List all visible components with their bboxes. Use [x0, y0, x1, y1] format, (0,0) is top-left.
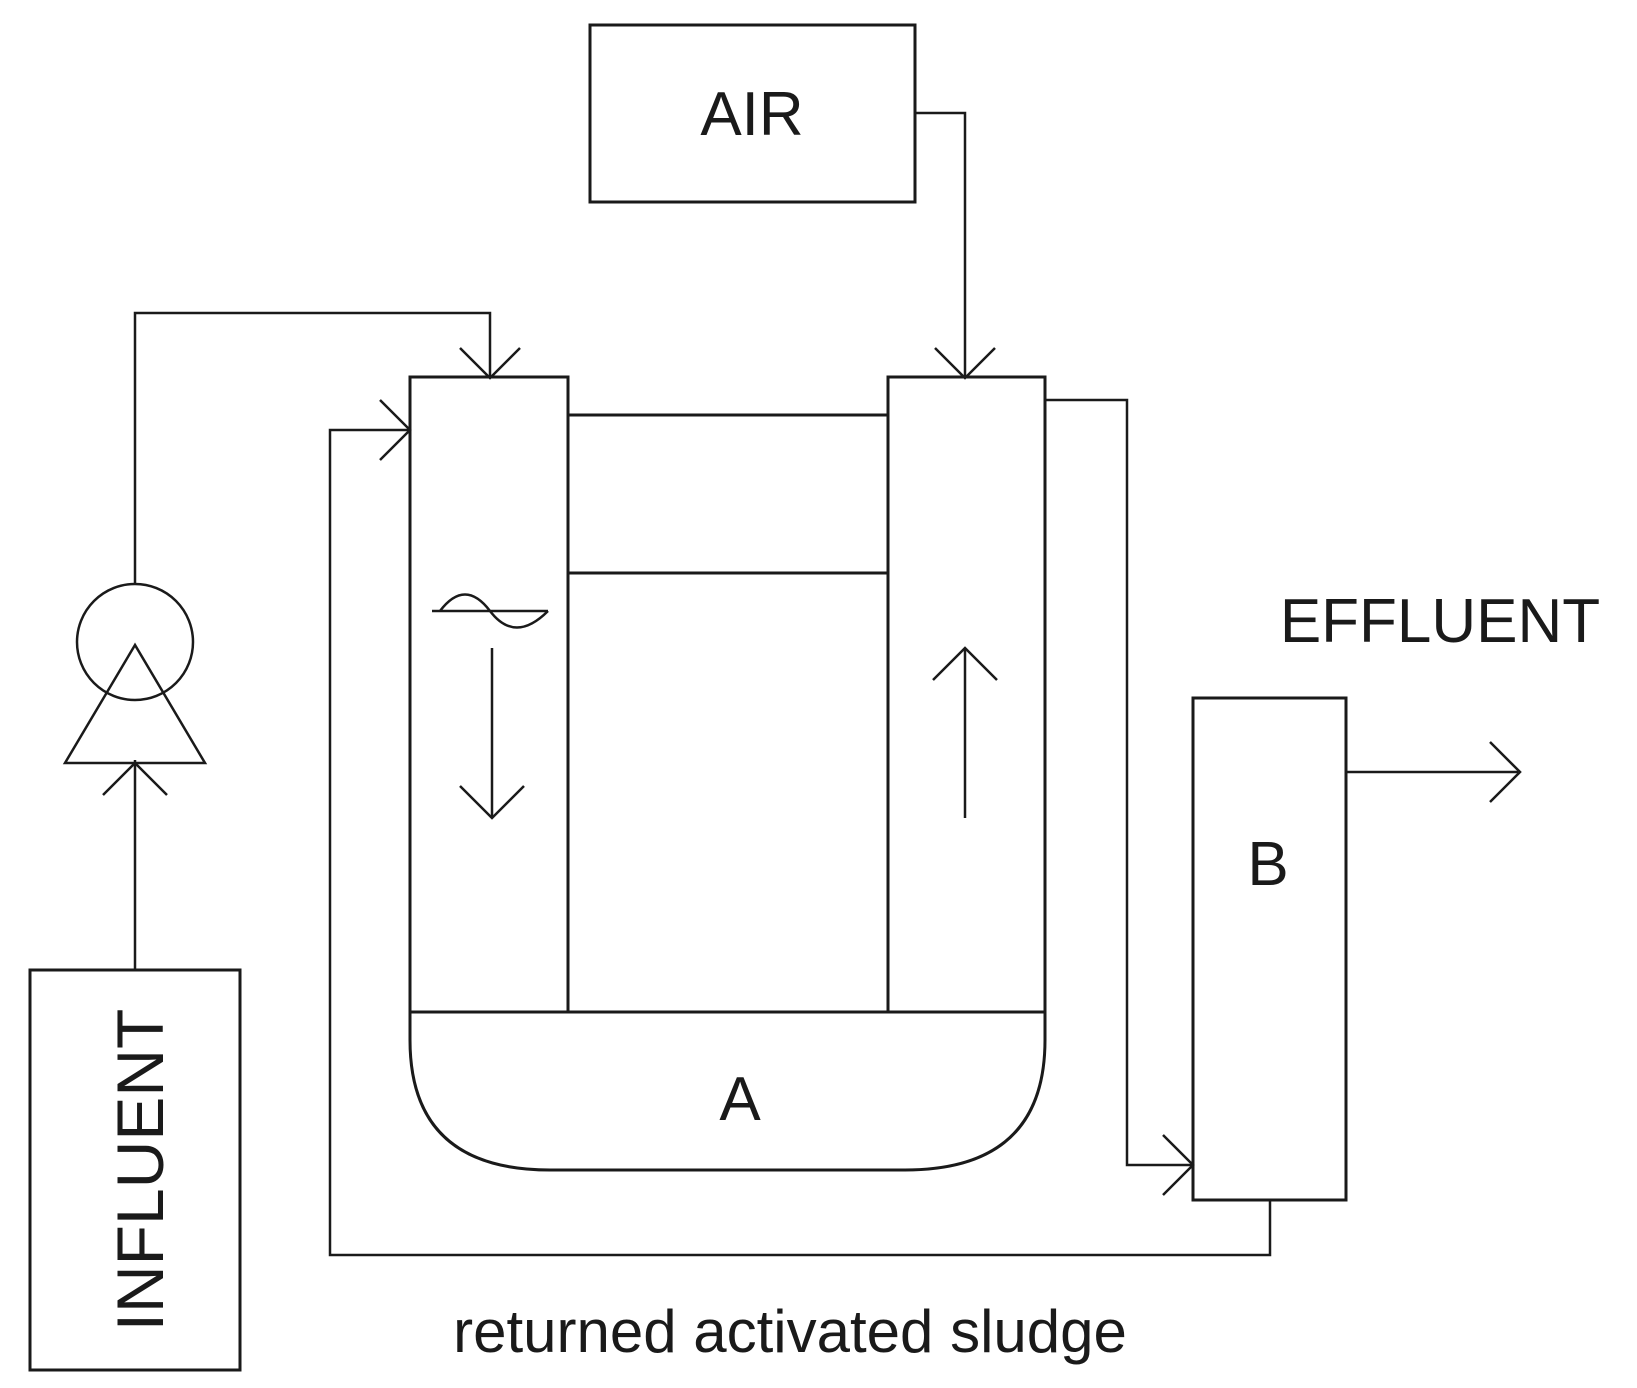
riser-column [886, 375, 1047, 1012]
effluent-outlet: EFFLUENT [1280, 587, 1600, 803]
settler-box [1191, 696, 1348, 1202]
return-pipe [328, 428, 1272, 1257]
effluent-label: EFFLUENT [1280, 587, 1600, 656]
arrow-down-icon [459, 648, 525, 820]
pump-icon [62, 582, 208, 765]
settler-label: B [1247, 830, 1288, 899]
air-pipe [915, 111, 967, 378]
air-supply: AIR [588, 23, 917, 204]
settler-b: B [1191, 696, 1348, 1202]
return-arrowhead [379, 399, 412, 461]
downcomer-column [408, 375, 570, 1012]
reactor-a: A [408, 375, 1047, 1172]
air-line [915, 111, 996, 380]
return-line-label: returned activated sludge [453, 1298, 1127, 1365]
influent-source: INFLUENT [28, 968, 242, 1372]
mixer-icon [432, 593, 549, 629]
arrow-up-icon [932, 646, 998, 818]
reactor-label: A [719, 1065, 761, 1134]
reactor-outlet-line [1045, 398, 1195, 1196]
sludge-return-line: returned activated sludge [328, 399, 1272, 1365]
influent-line [62, 311, 521, 970]
influent-label: INFLUENT [103, 1009, 177, 1332]
outlet-pipe [1045, 398, 1193, 1167]
influent-pipe-upper [133, 311, 492, 584]
bottom-basin [408, 1010, 1047, 1172]
effluent-arrowhead [1489, 741, 1522, 803]
air-label: AIR [700, 80, 803, 149]
